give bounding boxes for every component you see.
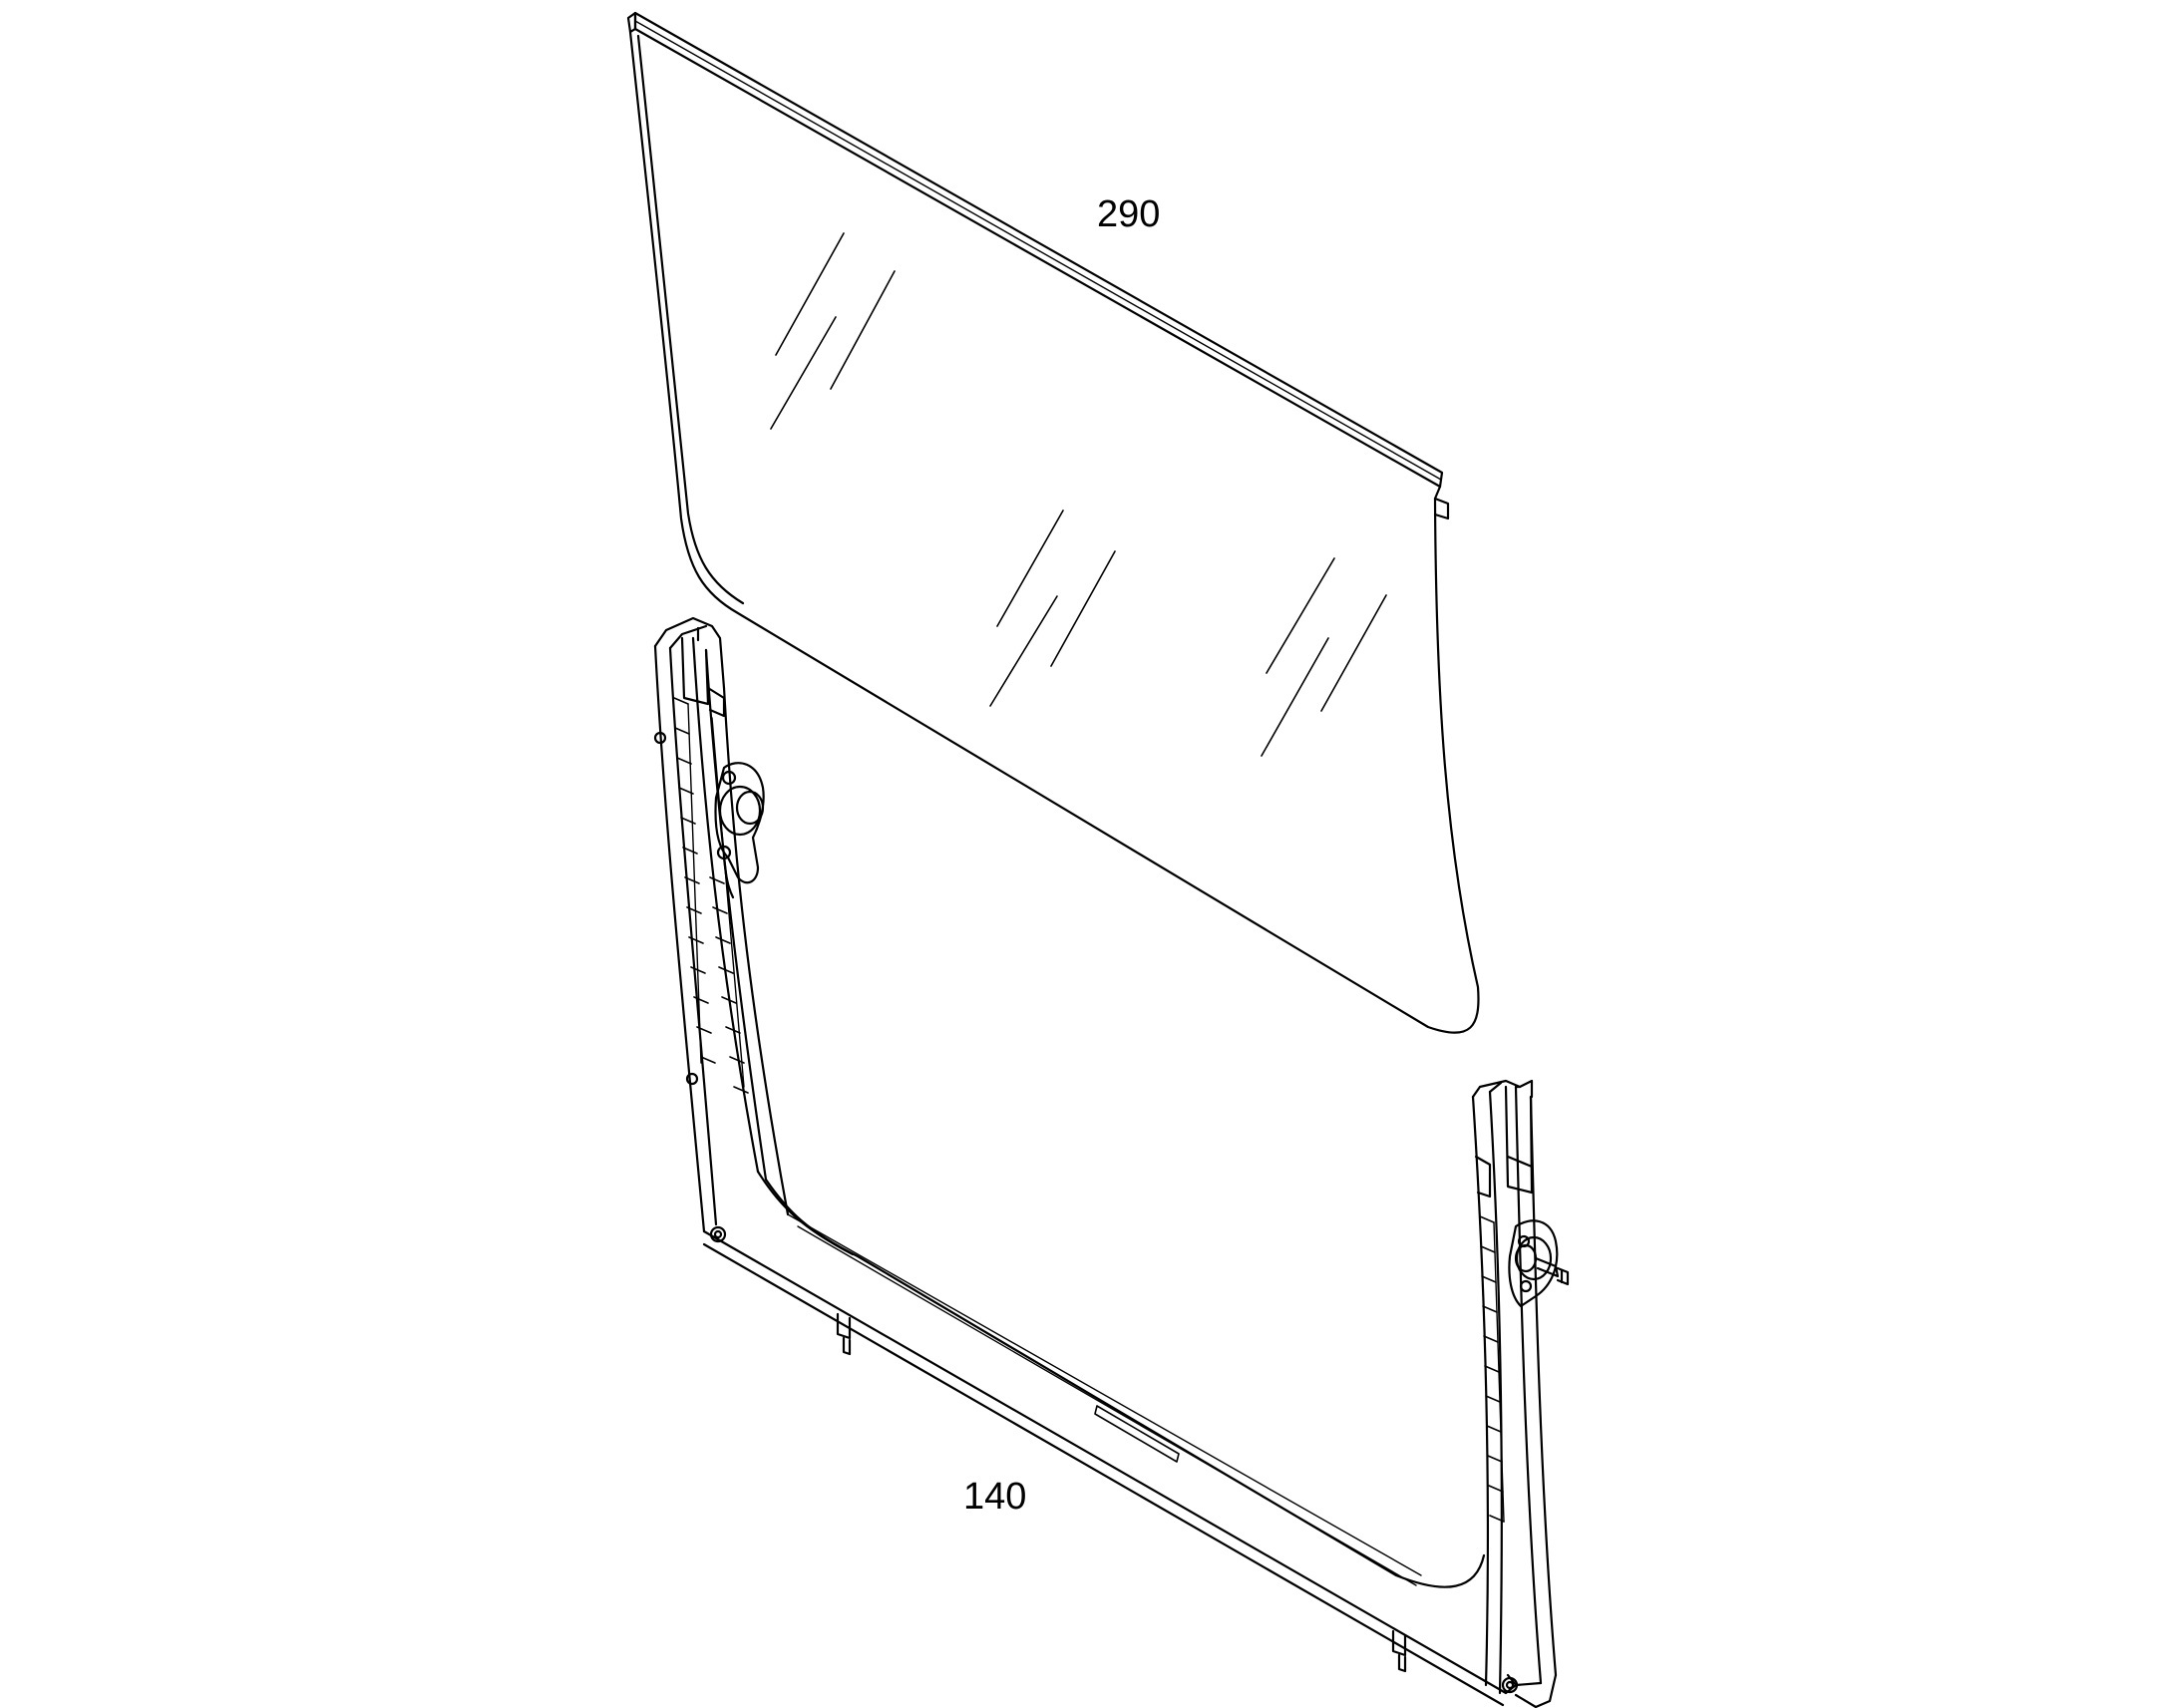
window-glass: [626, 11, 1480, 1034]
callout-label-regulator: 140: [963, 1476, 1027, 1518]
regulator-left-rail: [653, 616, 790, 1243]
glass-right-clip: [1433, 497, 1450, 520]
window-regulator: [653, 616, 1570, 1708]
regulator-stud-left: [836, 1312, 852, 1356]
regulator-stud-right: [1391, 1629, 1407, 1673]
regulator-right-pulley: [1508, 1219, 1570, 1308]
regulator-left-pulley: [714, 762, 765, 899]
glass-reflection-marks: [770, 232, 1387, 757]
regulator-right-rail: [1471, 1079, 1558, 1708]
glass-pane-outline: [628, 30, 1480, 1034]
regulator-bottom-bar: [702, 1229, 1518, 1695]
callout-label-glass: 290: [1097, 193, 1161, 235]
